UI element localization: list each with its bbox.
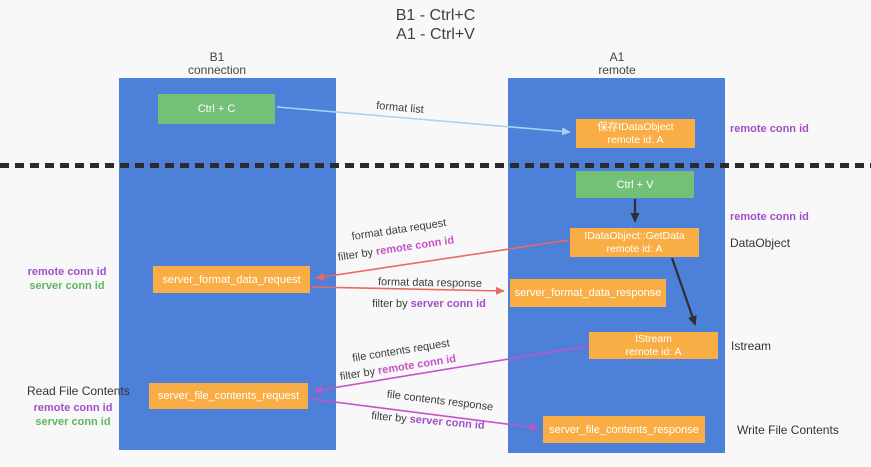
lane-b1-subtitle: connection bbox=[187, 63, 247, 77]
filter-by-text: filter by bbox=[372, 298, 411, 310]
edge-label-filter-server-2: filter by server conn id bbox=[371, 410, 485, 432]
filter-by-text: filter by bbox=[339, 365, 380, 384]
node-save-idataobject: 保存IDataObject remote id: A bbox=[576, 119, 695, 148]
side-label-remote-conn-id-mid: remote conn id bbox=[730, 211, 809, 223]
edge-label-format-data-response: format data response bbox=[377, 276, 483, 290]
side-label-server-conn-id: server conn id bbox=[29, 280, 105, 292]
lane-a1-subtitle: remote bbox=[598, 63, 636, 77]
node-server-format-data-request: server_format_data_request bbox=[153, 266, 310, 293]
edge-label-file-contents-response: file contents response bbox=[386, 388, 494, 414]
node-istream: IStream remote id: A bbox=[589, 332, 718, 359]
side-label-istream: Istream bbox=[731, 339, 772, 353]
server-conn-id-highlight: server conn id bbox=[410, 298, 486, 310]
side-pair-conn-ids-top: remote conn id server conn id bbox=[22, 265, 112, 293]
ctrl-c-label: Ctrl + C bbox=[197, 103, 236, 115]
server-format-data-response-label: server_format_data_response bbox=[514, 287, 662, 299]
istream-line2: remote id: A bbox=[625, 345, 682, 358]
side-label-server-conn-id: server conn id bbox=[35, 416, 111, 428]
getdata-line1: IDataObject::GetData bbox=[584, 229, 685, 242]
lane-a1-name: A1 bbox=[609, 50, 625, 64]
istream-line1: IStream bbox=[635, 332, 672, 345]
side-label-dataobject: DataObject bbox=[730, 236, 791, 250]
side-label-write-file-contents: Write File Contents bbox=[737, 423, 839, 437]
server-format-data-request-label: server_format_data_request bbox=[162, 273, 301, 286]
filter-by-text: filter by bbox=[370, 410, 411, 426]
node-server-file-contents-response: server_file_contents_response bbox=[543, 416, 705, 443]
side-pair-conn-ids-bottom: remote conn id server conn id bbox=[28, 401, 118, 429]
lane-header-a1: A1 remote bbox=[567, 51, 667, 77]
node-ctrl-c: Ctrl + C bbox=[158, 94, 275, 124]
server-file-contents-response-label: server_file_contents_response bbox=[549, 423, 699, 436]
side-label-remote-conn-id: remote conn id bbox=[33, 402, 113, 414]
save-idataobject-line2: remote id: A bbox=[607, 133, 664, 146]
remote-conn-id-highlight: remote conn id bbox=[375, 234, 455, 258]
title-line2: A1 - Ctrl+V bbox=[396, 26, 475, 43]
diagram-title: B1 - Ctrl+C A1 - Ctrl+V bbox=[0, 6, 871, 44]
node-server-format-data-response: server_format_data_response bbox=[510, 279, 666, 307]
node-ctrl-v: Ctrl + V bbox=[576, 171, 694, 198]
filter-by-text: filter by bbox=[337, 246, 377, 264]
node-server-file-contents-request: server_file_contents_request bbox=[149, 383, 308, 409]
edge-label-filter-server-1: filter by server conn id bbox=[372, 298, 486, 310]
edge-label-format-list: format list bbox=[375, 99, 425, 117]
server-conn-id-highlight: server conn id bbox=[409, 413, 486, 432]
copy-paste-separator-line bbox=[0, 163, 871, 168]
server-file-contents-request-label: server_file_contents_request bbox=[157, 390, 300, 402]
node-idataobject-getdata: IDataObject::GetData remote id: A bbox=[570, 228, 699, 257]
side-label-remote-conn-id-top: remote conn id bbox=[730, 123, 809, 135]
title-line1: B1 - Ctrl+C bbox=[395, 7, 476, 24]
getdata-line2: remote id: A bbox=[606, 242, 663, 255]
save-idataobject-line1: 保存IDataObject bbox=[597, 120, 674, 133]
side-label-read-file-contents: Read File Contents bbox=[27, 384, 130, 398]
ctrl-v-label: Ctrl + V bbox=[616, 178, 654, 191]
lane-header-b1: B1 connection bbox=[167, 51, 267, 77]
side-label-remote-conn-id: remote conn id bbox=[27, 266, 107, 278]
lane-b1-name: B1 bbox=[209, 50, 225, 64]
